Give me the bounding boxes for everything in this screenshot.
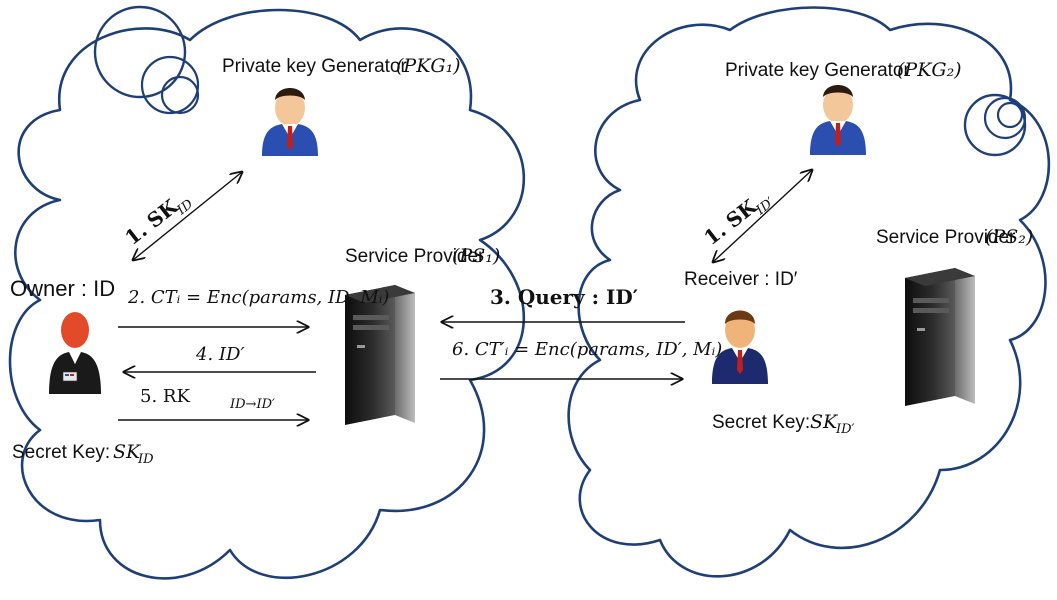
businessman-icon bbox=[262, 88, 318, 156]
pkg1-math: (PKG₁) bbox=[396, 55, 461, 77]
pkg2-math: (PKG₂) bbox=[897, 59, 962, 81]
receiver-secret-sub: ID′ bbox=[835, 422, 855, 437]
sp2-label: Service Provider bbox=[876, 227, 1016, 248]
step6-label: 6. CT′ᵢ = Enc(params, ID′, Mᵢ) bbox=[452, 339, 722, 360]
sp2-math: (PS₂) bbox=[985, 226, 1033, 248]
sp1-label: Service Provider bbox=[345, 246, 485, 267]
step5-label: 5. RK bbox=[140, 386, 190, 407]
step2-label: 2. CTᵢ = Enc(params, ID, Mᵢ) bbox=[127, 287, 389, 308]
sp1-math: (PS₁) bbox=[452, 245, 500, 267]
step5-sub: ID→ID′ bbox=[229, 397, 275, 412]
server-tower-icon bbox=[345, 285, 415, 425]
owner-secret-sub: ID bbox=[137, 452, 154, 467]
step1-left-arrow bbox=[133, 172, 242, 260]
owner-secret-prefix: Secret Key: bbox=[12, 442, 110, 463]
receiver-secret-math: SK bbox=[810, 411, 839, 433]
owner-label: Owner : ID bbox=[10, 276, 115, 301]
receiver-label: Receiver : ID′ bbox=[684, 269, 798, 290]
receiver-secret-prefix: Secret Key: bbox=[712, 412, 810, 433]
pkg1-label: Private key Generator bbox=[222, 56, 407, 77]
step3-label: 3. Query : ID′ bbox=[490, 285, 638, 309]
right-domain-cloud bbox=[567, 6, 1051, 578]
businessman-icon bbox=[810, 85, 866, 155]
server-tower-icon bbox=[905, 268, 975, 406]
pkg2-label: Private key Generator bbox=[725, 60, 910, 81]
step4-label: 4. ID′ bbox=[195, 344, 245, 365]
left-domain-cloud bbox=[8, 5, 526, 580]
owner-secret-math: SK bbox=[113, 441, 142, 463]
businessman-icon bbox=[712, 310, 768, 384]
step1-right-arrow bbox=[713, 170, 812, 262]
user-icon bbox=[49, 312, 101, 394]
